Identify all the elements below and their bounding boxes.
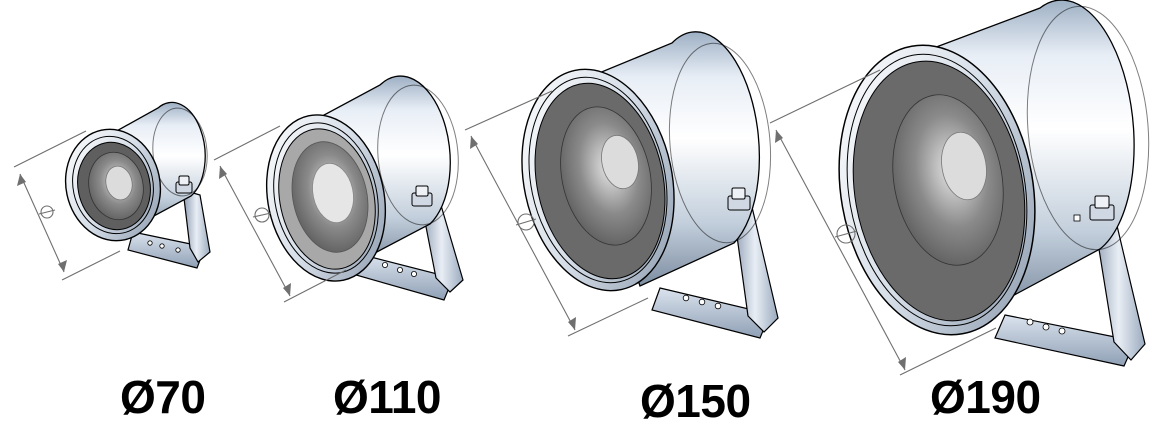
mounting-bolt bbox=[1089, 195, 1115, 221]
spotlight-110 bbox=[213, 75, 464, 303]
mounting-bracket bbox=[127, 189, 211, 269]
mounting-bolt bbox=[175, 175, 193, 194]
lens bbox=[534, 82, 666, 280]
lens bbox=[278, 128, 376, 270]
circle-with-slash-icon bbox=[38, 205, 56, 219]
spotlight-70 bbox=[13, 101, 211, 281]
lens bbox=[852, 60, 1026, 322]
mounting-bolt bbox=[727, 187, 751, 211]
circle-with-slash-icon bbox=[834, 224, 858, 244]
diameter-dimension bbox=[213, 125, 347, 303]
diameter-dimension bbox=[13, 130, 121, 281]
size-label-190: Ø190 bbox=[930, 371, 1041, 423]
mounting-bolt bbox=[411, 185, 433, 207]
mounting-bracket bbox=[651, 199, 779, 339]
diameter-dimension bbox=[464, 90, 649, 337]
circle-with-slash-icon bbox=[515, 213, 537, 231]
lens bbox=[77, 141, 151, 231]
spotlight-150 bbox=[464, 31, 779, 339]
size-label-150: Ø150 bbox=[640, 375, 751, 427]
diameter-dimension bbox=[769, 69, 997, 376]
circle-with-slash-icon bbox=[252, 207, 272, 223]
size-label-110: Ø110 bbox=[333, 371, 442, 423]
size-label-70: Ø70 bbox=[120, 371, 206, 423]
spotlight-190 bbox=[769, 0, 1150, 376]
